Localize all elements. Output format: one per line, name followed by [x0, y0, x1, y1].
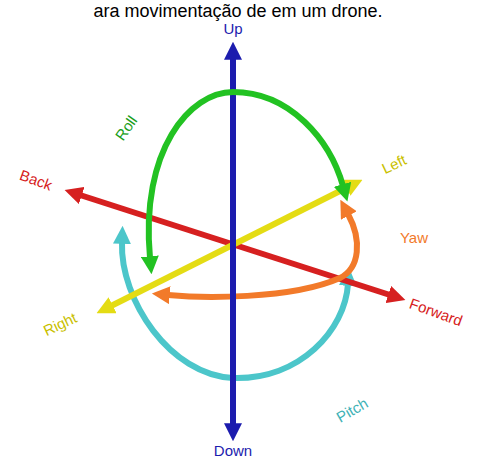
axis-label: Back [17, 166, 54, 194]
axis-label: Left [379, 151, 409, 177]
roll-arc [149, 92, 343, 258]
axis-label: Up [223, 20, 242, 37]
rotation-label: Yaw [400, 229, 428, 246]
axis-label: Forward [407, 294, 465, 329]
caption-fragment: ara movimentação de em um drone. [93, 1, 382, 22]
rotation-label: Roll [112, 112, 141, 143]
up-down-axis [230, 58, 236, 425]
axis-label: Right [40, 309, 79, 339]
rotation-label: Pitch [333, 394, 371, 426]
axis-label: Down [214, 442, 252, 459]
yaw-arc [168, 214, 357, 297]
